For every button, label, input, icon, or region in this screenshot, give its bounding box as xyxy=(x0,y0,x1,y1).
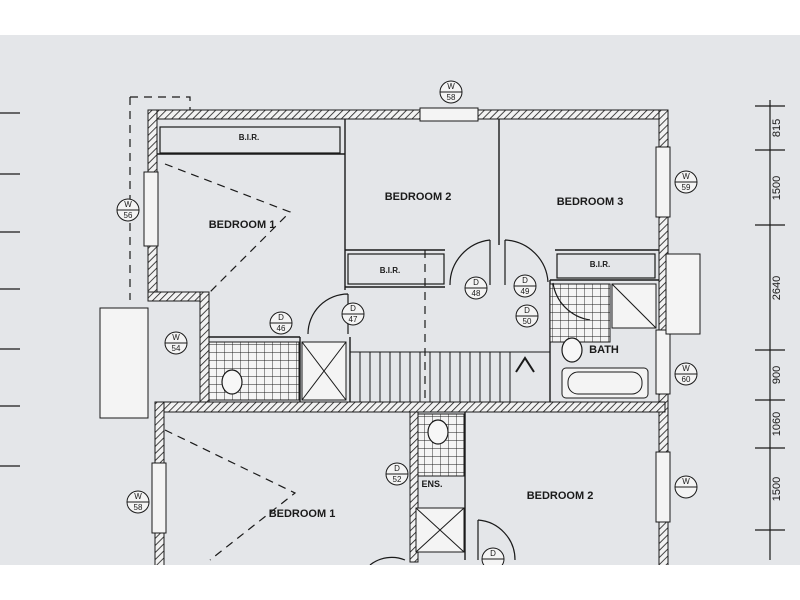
svg-text:D: D xyxy=(490,549,496,558)
svg-text:D: D xyxy=(522,276,528,285)
svg-text:W: W xyxy=(134,492,142,501)
svg-text:58: 58 xyxy=(134,503,143,512)
room-label-bedroom-3: BEDROOM 3 xyxy=(557,196,624,208)
room-label-bedroom-1: BEDROOM 1 xyxy=(209,219,276,231)
room-labels: BEDROOM 1 BEDROOM 2 BEDROOM 3 BATH BEDRO… xyxy=(209,133,624,520)
room-label-bedroom-1-lower: BEDROOM 1 xyxy=(269,508,336,520)
svg-text:W: W xyxy=(124,200,132,209)
window-tag-w60: W 60 xyxy=(674,362,698,386)
svg-text:59: 59 xyxy=(682,183,691,192)
dim-label: 2640 xyxy=(771,276,783,300)
room-label-bedroom-2-lower: BEDROOM 2 xyxy=(527,490,594,502)
svg-text:52: 52 xyxy=(393,475,402,484)
room-label-bedroom-2: BEDROOM 2 xyxy=(385,191,452,203)
tiled-areas xyxy=(208,283,657,553)
interior-walls xyxy=(157,119,659,560)
svg-text:46: 46 xyxy=(277,324,286,333)
svg-text:W: W xyxy=(682,477,690,486)
dim-label: 1060 xyxy=(771,412,783,436)
dimension-line xyxy=(755,100,785,560)
robe-label: B.I.R. xyxy=(380,266,400,275)
dim-label: 1500 xyxy=(771,477,783,501)
svg-text:D: D xyxy=(394,464,400,473)
window-tag-right-lower: W xyxy=(674,475,698,499)
svg-text:D: D xyxy=(473,278,479,287)
window-tag-w56: W 56 xyxy=(116,198,140,222)
robe-label: B.I.R. xyxy=(590,260,610,269)
door-tag-d50: D 50 xyxy=(515,304,539,328)
stairs xyxy=(349,351,551,403)
svg-text:48: 48 xyxy=(472,289,481,298)
door-tag-d49: D 49 xyxy=(513,274,537,298)
door-swings xyxy=(307,239,591,565)
robe-boxes xyxy=(159,126,656,285)
svg-text:D: D xyxy=(278,313,284,322)
plan-sheet: 815 1500 2640 900 1060 1500 BEDROOM 1 BE… xyxy=(0,35,800,565)
svg-text:50: 50 xyxy=(523,317,532,326)
svg-text:W: W xyxy=(682,364,690,373)
svg-text:W: W xyxy=(172,333,180,342)
dim-label: 1500 xyxy=(771,176,783,200)
window-tag-w54: W 54 xyxy=(164,331,188,355)
dimension-labels: 815 1500 2640 900 1060 1500 xyxy=(771,119,783,501)
dim-label: 900 xyxy=(771,366,783,384)
svg-text:W: W xyxy=(682,172,690,181)
svg-text:47: 47 xyxy=(349,315,358,324)
svg-text:60: 60 xyxy=(682,375,691,384)
left-edge-ticks xyxy=(0,112,20,467)
room-label-ens: ENS. xyxy=(421,479,442,489)
windows xyxy=(99,107,701,534)
svg-text:49: 49 xyxy=(521,287,530,296)
door-tag-d46: D 46 xyxy=(269,311,293,335)
dim-label: 815 xyxy=(771,119,783,137)
toilets xyxy=(221,337,583,445)
svg-text:54: 54 xyxy=(172,344,181,353)
door-tag-lower: D xyxy=(481,547,505,565)
window-tag-w59: W 59 xyxy=(674,170,698,194)
window-tag-w58-lower: W 58 xyxy=(126,490,150,514)
svg-text:D: D xyxy=(350,304,356,313)
window-tag-w58-top: W 58 xyxy=(439,80,463,104)
door-tag-d52: D 52 xyxy=(385,462,409,486)
svg-text:D: D xyxy=(524,306,530,315)
svg-text:58: 58 xyxy=(447,93,456,102)
door-tag-d47: D 47 xyxy=(341,302,365,326)
room-label-bath: BATH xyxy=(589,344,619,356)
dashed-lines xyxy=(129,96,426,561)
door-tag-d48: D 48 xyxy=(464,276,488,300)
svg-text:W: W xyxy=(447,82,455,91)
robe-label: B.I.R. xyxy=(239,133,259,142)
floor-plan: 815 1500 2640 900 1060 1500 BEDROOM 1 BE… xyxy=(0,80,785,565)
svg-text:56: 56 xyxy=(124,211,133,220)
